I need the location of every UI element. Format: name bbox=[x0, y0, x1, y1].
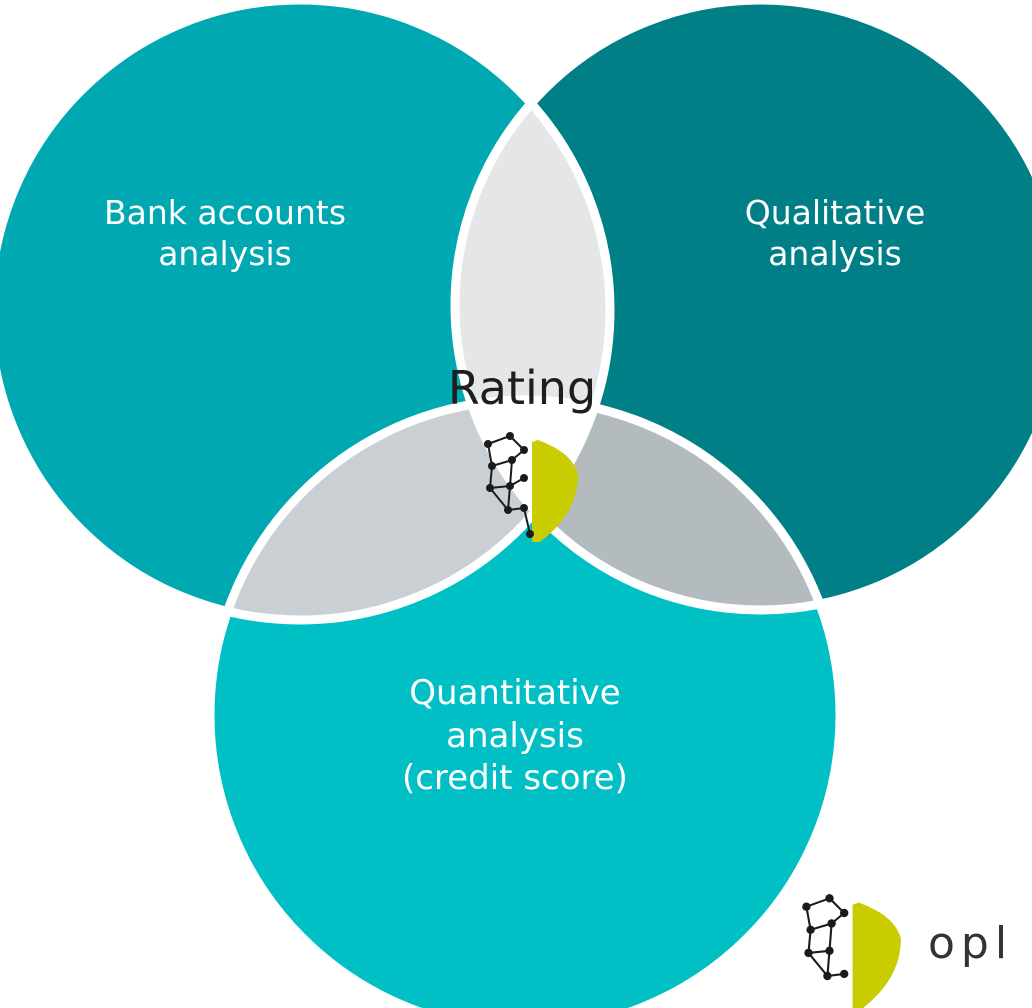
brand-logo-text: opl bbox=[928, 918, 1014, 969]
quantitative-circle-outline bbox=[205, 395, 845, 1008]
qualitative-label: Qualitative analysis bbox=[744, 193, 926, 274]
overlap-bank-quantitative bbox=[210, 400, 610, 620]
bank-circle-outline bbox=[0, 0, 615, 625]
brand-logo-icon bbox=[802, 894, 901, 1008]
quantitative-label: Quantitative analysis (credit score) bbox=[402, 673, 628, 798]
shield-network-icon bbox=[484, 432, 578, 542]
overlap-qualitative-quantitative bbox=[455, 400, 840, 610]
bank-accounts-label: Bank accounts analysis bbox=[103, 193, 347, 274]
rating-label: Rating bbox=[447, 361, 597, 415]
qualitative-circle-outline bbox=[450, 0, 1032, 615]
